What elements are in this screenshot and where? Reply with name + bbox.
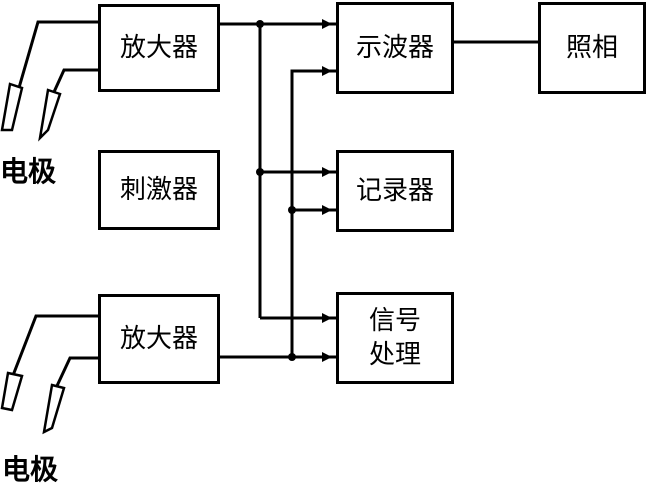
recorder-label: 记录器 — [355, 176, 434, 206]
electrode-wire-bottom-1 — [10, 314, 100, 379]
stimulator-box: 刺激器 — [98, 150, 220, 230]
stimulator-label: 刺激器 — [119, 175, 198, 205]
electrode-wire-top-2 — [52, 68, 100, 93]
amplifier-1-label: 放大器 — [119, 33, 198, 63]
amplifier-2-box: 放大器 — [98, 294, 220, 384]
amplifier-2-label: 放大器 — [119, 324, 198, 354]
electrode-wire-bottom-2 — [54, 356, 100, 389]
oscilloscope-box: 示波器 — [336, 2, 454, 94]
bus-b-vertical — [290, 69, 338, 357]
oscilloscope-label: 示波器 — [355, 33, 434, 63]
electrode-probe-icon — [42, 383, 66, 435]
junction-dot — [288, 206, 296, 214]
arrow-icon — [322, 167, 332, 177]
junction-dot — [288, 353, 296, 361]
photography-label: 照相 — [565, 33, 618, 63]
signal-processing-label-line2: 处理 — [368, 340, 421, 370]
signal-processing-box: 信号 处理 — [336, 292, 454, 384]
signal-processing-label-line1: 信号 — [368, 306, 421, 336]
electrode-wire-top-1 — [10, 20, 100, 113]
amplifier-1-box: 放大器 — [98, 4, 220, 92]
recorder-box: 记录器 — [336, 150, 454, 232]
electrode-probe-icon — [0, 82, 24, 132]
arrow-icon — [322, 19, 332, 29]
electrode-label-top: 电极 — [0, 155, 57, 188]
junction-dot — [256, 20, 264, 28]
electrode-probe-icon — [0, 371, 24, 412]
electrode-label-bottom: 电极 — [2, 453, 59, 486]
arrow-icon — [322, 205, 332, 215]
junction-dot — [256, 168, 264, 176]
electrode-probe-icon — [38, 88, 62, 142]
photography-box: 照相 — [538, 2, 646, 94]
arrow-icon — [322, 66, 332, 76]
arrow-icon — [322, 313, 332, 323]
arrow-icon — [322, 352, 332, 362]
